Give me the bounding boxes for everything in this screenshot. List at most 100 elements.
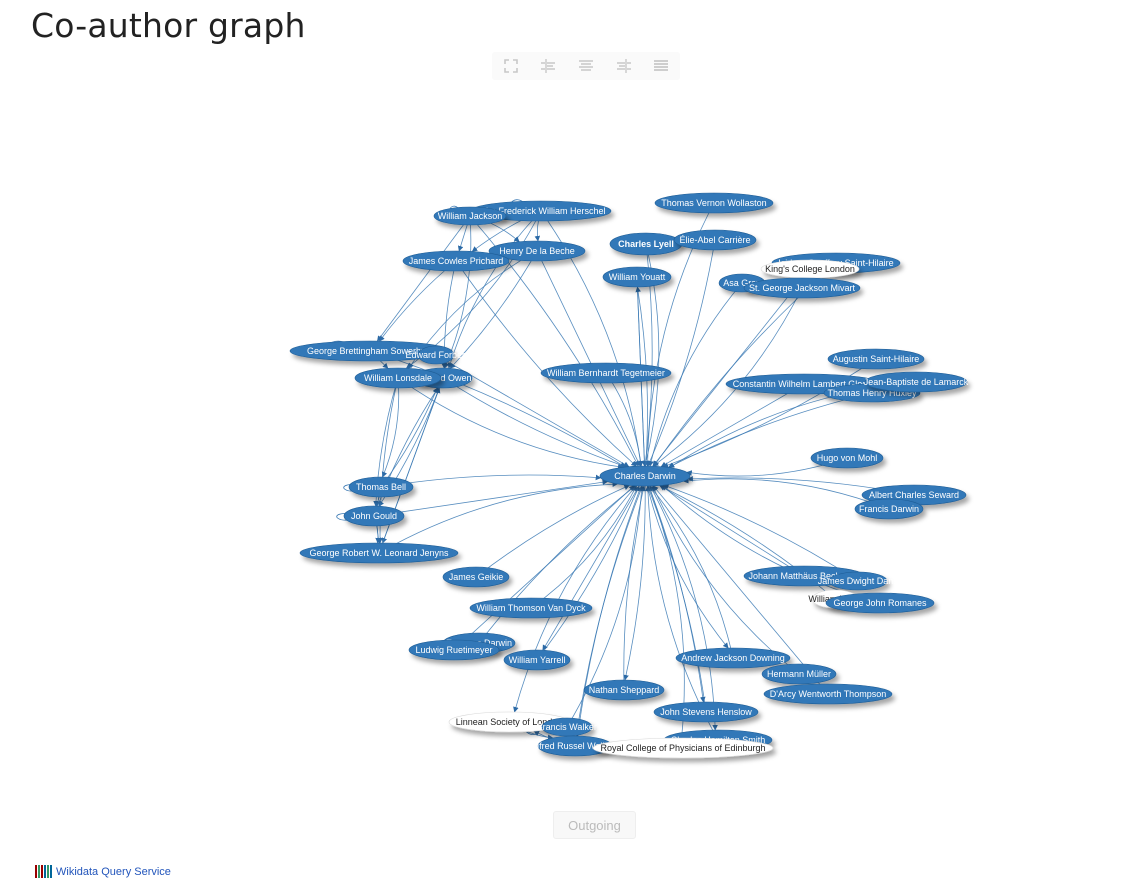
- graph-node-shape[interactable]: [810, 447, 884, 469]
- graph-node-shape[interactable]: [864, 371, 968, 393]
- graph-node-shape[interactable]: [825, 592, 935, 614]
- graph-edge: [373, 479, 609, 517]
- graph-node-sgjm[interactable]: St. George Jackson Mivart: [743, 277, 861, 299]
- graph-node-shape[interactable]: [763, 683, 893, 705]
- graph-edge: [435, 354, 630, 468]
- graph-node-shape[interactable]: [433, 206, 507, 226]
- graph-node-ajd[interactable]: Andrew Jackson Downing: [675, 647, 791, 669]
- graph-node-tvw[interactable]: Thomas Vernon Wollaston: [654, 192, 774, 214]
- graph-edge: [478, 485, 636, 644]
- graph-node-label: George Brettingham Sowerby II: [307, 346, 433, 356]
- outgoing-toggle-button[interactable]: Outgoing: [553, 811, 636, 839]
- graph-node-hm[interactable]: Hermann Müller: [761, 663, 837, 685]
- graph-node-label: Augustin Saint-Hilaire: [833, 354, 920, 364]
- graph-node-shape[interactable]: [592, 737, 774, 759]
- graph-node-shape[interactable]: [354, 367, 442, 389]
- graph-node-jdd[interactable]: James Dwight Dana: [818, 571, 899, 591]
- graph-node-hdlb[interactable]: Henry De la Beche: [488, 240, 586, 262]
- graph-edge: [377, 215, 471, 342]
- graph-node-label: George John Romanes: [833, 598, 927, 608]
- graph-node-grwlj[interactable]: George Robert W. Leonard Jenyns: [299, 542, 459, 564]
- graph-node-shape[interactable]: [583, 679, 665, 701]
- graph-node-shape[interactable]: [854, 498, 924, 520]
- graph-node-shape[interactable]: [654, 192, 774, 214]
- graph-node-shape[interactable]: [488, 240, 586, 262]
- footer: Wikidata Query Service: [35, 865, 171, 878]
- graph-node-label: Thomas Vernon Wollaston: [661, 198, 766, 208]
- graph-node-shape[interactable]: [675, 647, 791, 669]
- graph-node-label: Thomas Bell: [356, 482, 406, 492]
- graph-node-shape[interactable]: [599, 465, 691, 487]
- graph-node-shape[interactable]: [540, 362, 672, 384]
- graph-node-shape[interactable]: [469, 597, 593, 619]
- layout-left-button[interactable]: [537, 55, 559, 77]
- layout-right-button[interactable]: [613, 55, 635, 77]
- graph-node-label: Johann Matthäus Bechstein: [748, 571, 859, 581]
- graph-node-label: Edward Forbes: [405, 350, 467, 360]
- graph-node-jsh[interactable]: John Stevens Henslow: [653, 701, 759, 723]
- graph-node-wy[interactable]: William Youatt: [602, 266, 672, 288]
- graph-node-gjr[interactable]: George John Romanes: [825, 592, 935, 614]
- graph-node-ef[interactable]: Edward Forbes: [405, 345, 467, 365]
- graph-node-ash[interactable]: Augustin Saint-Hilaire: [827, 348, 925, 370]
- graph-node-hvm[interactable]: Hugo von Mohl: [810, 447, 884, 469]
- fullscreen-button[interactable]: [500, 55, 522, 77]
- graph-node-shape[interactable]: [673, 229, 757, 251]
- graph-node-gbsp[interactable]: George Brettingham Sowerby II: [289, 340, 451, 362]
- graph-node-label: William Bernhardt Tegetmeier: [547, 368, 665, 378]
- graph-edge: [381, 377, 400, 478]
- graph-edge: [644, 475, 706, 703]
- graph-node-wj[interactable]: William Jackson: [433, 206, 507, 226]
- graph-node-shape[interactable]: [402, 250, 510, 272]
- graph-edge: [540, 210, 644, 467]
- graph-node-rcpe[interactable]: Royal College of Physicians of Edinburgh: [592, 737, 774, 759]
- graph-edge: [649, 485, 734, 659]
- graph-node-shape[interactable]: [828, 571, 888, 591]
- wikidata-query-service-link[interactable]: Wikidata Query Service: [56, 865, 171, 878]
- graph-node-label: Hugo von Mohl: [817, 453, 878, 463]
- graph-node-dwt[interactable]: D'Arcy Wentworth Thompson: [763, 683, 893, 705]
- align-center-icon: [578, 60, 593, 71]
- graph-node-shape[interactable]: [343, 505, 405, 527]
- graph-node-kcl[interactable]: King's College London: [760, 259, 860, 279]
- graph-node-cl[interactable]: Charles Lyell: [609, 232, 683, 256]
- graph-node-label: Alfred Russel Wallace: [531, 741, 619, 751]
- graph-node-jgk[interactable]: James Geikie: [442, 566, 510, 588]
- graph-node-jg[interactable]: John Gould: [343, 505, 405, 527]
- layout-center-button[interactable]: [575, 55, 597, 77]
- graph-node-shape[interactable]: [408, 639, 500, 661]
- graph-node-shape[interactable]: [417, 345, 455, 365]
- graph-node-jcp[interactable]: James Cowles Prichard: [402, 250, 510, 272]
- graph-node-label: William Thomson Van Dyck: [476, 603, 586, 613]
- graph-node-label: John Gould: [351, 511, 397, 521]
- graph-node-label: James Cowles Prichard: [409, 256, 504, 266]
- graph-node-shape[interactable]: [653, 701, 759, 723]
- graph-node-shape[interactable]: [348, 476, 414, 498]
- graph-node-shape[interactable]: [743, 277, 861, 299]
- graph-node-shape[interactable]: [761, 663, 837, 685]
- wikidata-logo-icon: [35, 865, 53, 878]
- graph-node-cd[interactable]: Charles Darwin: [599, 465, 691, 487]
- graph-node-jbl[interactable]: Jean-Baptiste de Lamarck: [864, 371, 969, 393]
- graph-node-ns[interactable]: Nathan Sheppard: [583, 679, 665, 701]
- graph-node-fd[interactable]: Francis Darwin: [854, 498, 924, 520]
- graph-node-wvd[interactable]: William Thomson Van Dyck: [469, 597, 593, 619]
- graph-node-eac[interactable]: Élie-Abel Carrière: [673, 229, 757, 251]
- graph-node-lr[interactable]: Ludwig Ruetimeyer: [408, 639, 500, 661]
- graph-node-shape[interactable]: [602, 266, 672, 288]
- graph-node-label: Hermann Müller: [767, 669, 831, 679]
- graph-edge: [605, 372, 644, 467]
- graph-node-shape[interactable]: [827, 348, 925, 370]
- layout-stack-button[interactable]: [650, 55, 672, 77]
- graph-node-shape[interactable]: [442, 566, 510, 588]
- graph-node-tb[interactable]: Thomas Bell: [348, 476, 414, 498]
- graph-node-label: Élie-Abel Carrière: [679, 235, 750, 245]
- graph-node-wl[interactable]: William Lonsdale: [354, 367, 442, 389]
- graph-node-wbt[interactable]: William Bernhardt Tegetmeier: [540, 362, 672, 384]
- graph-node-shape[interactable]: [503, 649, 571, 671]
- graph-edge: [574, 485, 644, 747]
- graph-node-label: William Youatt: [609, 272, 666, 282]
- graph-node-shape[interactable]: [299, 542, 459, 564]
- graph-node-wya[interactable]: William Yarrell: [503, 649, 571, 671]
